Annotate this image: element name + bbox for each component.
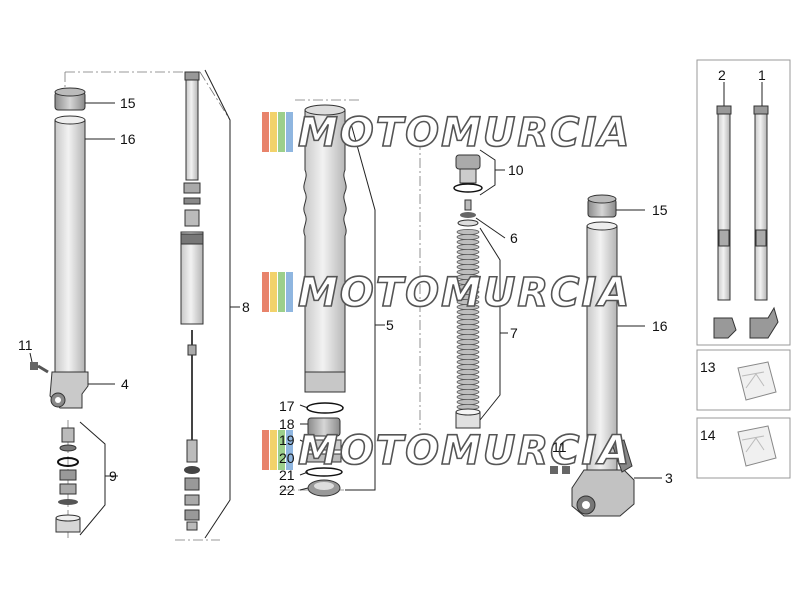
callout-4: 4 (121, 376, 129, 392)
spring-coil (456, 258, 480, 265)
spring-7 (456, 228, 480, 410)
bushing-18 (307, 417, 341, 437)
spring-coil (456, 393, 480, 400)
outer-tube-assembly-right (550, 194, 662, 517)
spring-coil (456, 383, 480, 390)
spring-coil (456, 243, 480, 250)
callout-9: 9 (109, 468, 117, 484)
spring-coil (456, 398, 480, 405)
callout-1: 1 (758, 67, 766, 83)
callout-17: 17 (279, 398, 295, 414)
spring-coil (456, 323, 480, 330)
spring-coil (456, 333, 480, 340)
inset-kit-13 (696, 349, 791, 411)
watermark-text-2: MOTOMURCIA (298, 270, 631, 316)
callout-14: 14 (700, 427, 716, 443)
tube-16-right (586, 225, 618, 481)
spring-coil (456, 228, 480, 235)
callout-18: 18 (279, 416, 295, 432)
spring-coil (456, 378, 480, 385)
callout-15-right: 15 (652, 202, 668, 218)
spring-coil (456, 318, 480, 325)
callout-8: 8 (242, 299, 250, 315)
bolt-11-left (30, 362, 49, 374)
bolt-11-right (550, 466, 570, 474)
inset-complete-forks (696, 59, 791, 346)
spring-coil (456, 233, 480, 240)
spring-assembly (419, 140, 508, 430)
oring-17 (306, 402, 344, 414)
tube-16-left (54, 119, 86, 379)
callout-20: 20 (279, 450, 295, 466)
damper-cartridge-8 (175, 69, 240, 541)
callout-labels: 15 16 11 4 9 8 5 17 18 19 20 21 22 10 6 … (18, 67, 766, 498)
callout-11-left: 11 (18, 337, 33, 353)
valve-parts-group-9 (55, 420, 118, 540)
spring-coil (456, 328, 480, 335)
callout-7: 7 (510, 325, 518, 341)
spring-coil (456, 348, 480, 355)
callout-10: 10 (508, 162, 524, 178)
callout-13: 13 (700, 359, 716, 375)
spring-coil (456, 263, 480, 270)
callout-15-left: 15 (120, 95, 136, 111)
inner-tube-assembly-5 (280, 99, 385, 497)
watermark-1[interactable]: MOTOMURCIA (262, 109, 631, 157)
callout-5: 5 (386, 317, 394, 333)
spring-coil (456, 363, 480, 370)
oring-21 (305, 467, 343, 477)
callout-2: 2 (718, 67, 726, 83)
watermark-2[interactable]: MOTOMURCIA (262, 269, 631, 317)
callout-6: 6 (510, 230, 518, 246)
bushing-19 (306, 439, 342, 451)
spring-coil (456, 358, 480, 365)
inset-kit-14 (696, 417, 791, 479)
callout-21: 21 (279, 467, 295, 483)
spring-coil (456, 338, 480, 345)
spring-coil (456, 373, 480, 380)
spring-coil (456, 353, 480, 360)
spring-coil (456, 368, 480, 375)
spring-coil (456, 253, 480, 260)
watermark-3[interactable]: MOTOMURCIA (262, 427, 631, 475)
spring-coil (456, 248, 480, 255)
spring-coil (456, 343, 480, 350)
outer-tube-assembly-left (29, 71, 200, 409)
callout-22: 22 (279, 482, 295, 498)
callout-19: 19 (279, 432, 295, 448)
callout-11-right: 11 (552, 439, 567, 455)
callout-16-right: 16 (652, 318, 668, 334)
watermark-text-3: MOTOMURCIA (298, 428, 631, 474)
spring-coil (456, 388, 480, 395)
spacer-6 (457, 199, 479, 227)
callout-16-left: 16 (120, 131, 136, 147)
callout-3: 3 (665, 470, 673, 486)
top-plug-10 (453, 154, 483, 193)
spring-coil (456, 238, 480, 245)
watermark-text-1: MOTOMURCIA (298, 110, 631, 156)
